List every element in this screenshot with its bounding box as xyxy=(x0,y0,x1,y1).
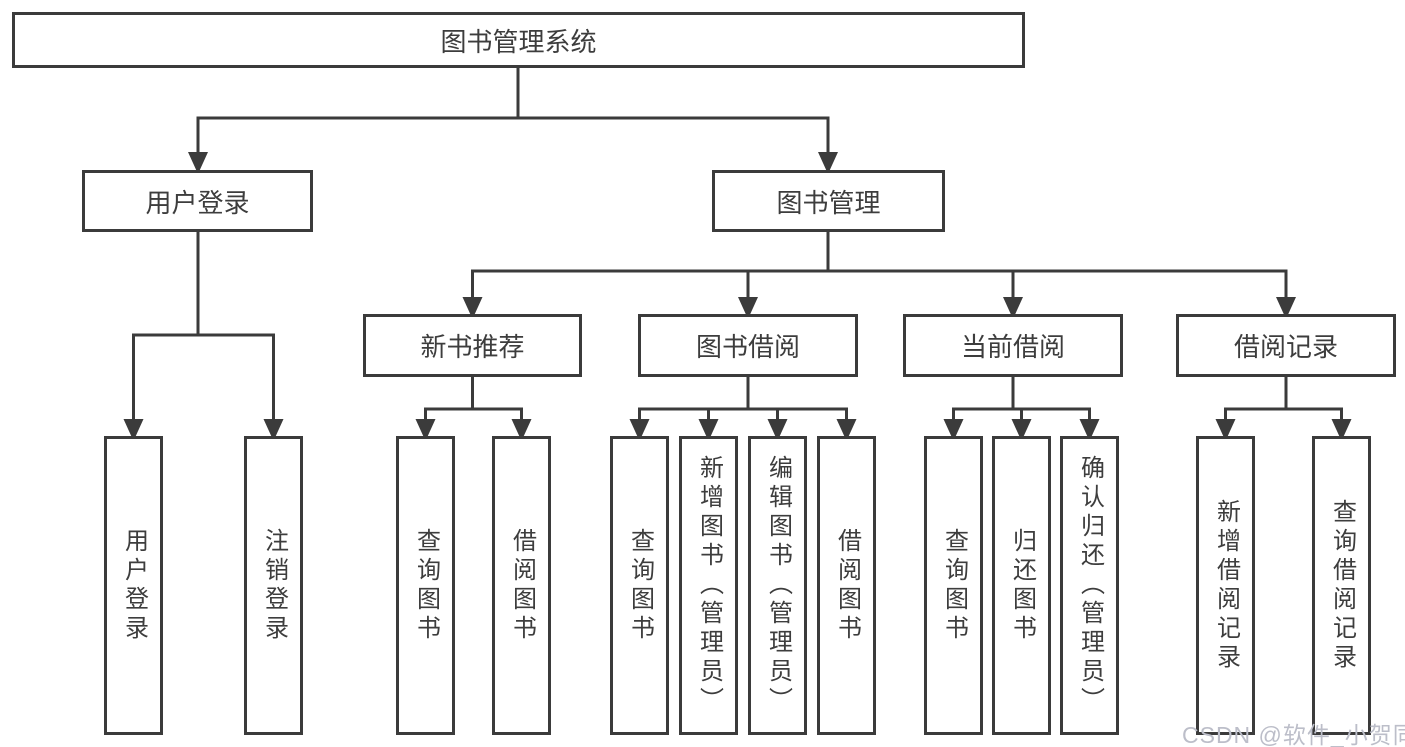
node-user-login: 用户登录 xyxy=(82,170,313,232)
arrow-down-icon xyxy=(1079,419,1100,441)
node-leaf-add-book-admin: 新增图书（管理员） xyxy=(679,436,738,735)
node-leaf-edit-book-admin: 编辑图书（管理员） xyxy=(748,436,807,735)
node-leaf-return-book: 归还图书 xyxy=(992,436,1051,735)
node-leaf-add-borrow-record: 新增借阅记录 xyxy=(1196,436,1255,735)
arrow-down-icon xyxy=(263,419,284,441)
arrowheads xyxy=(123,152,1352,441)
node-current-borrowing: 当前借阅 xyxy=(903,314,1123,377)
arrow-down-icon xyxy=(698,419,719,441)
node-root-title: 图书管理系统 xyxy=(12,12,1025,68)
node-leaf-query-books-borrowing: 查询图书 xyxy=(610,436,669,735)
arrow-down-icon xyxy=(1003,297,1023,319)
node-new-book-recommendation: 新书推荐 xyxy=(363,314,582,377)
node-leaf-query-borrow-record: 查询借阅记录 xyxy=(1312,436,1371,735)
node-leaf-user-login: 用户登录 xyxy=(104,436,163,735)
arrow-down-icon xyxy=(511,419,532,441)
leaf-label: 查询借阅记录 xyxy=(1328,498,1356,673)
arrow-down-icon xyxy=(188,152,208,174)
node-leaf-query-books-current: 查询图书 xyxy=(924,436,983,735)
arrow-down-icon xyxy=(1331,419,1352,441)
leaf-label: 借阅图书 xyxy=(508,527,536,644)
node-book-borrowing: 图书借阅 xyxy=(638,314,858,377)
arrow-down-icon xyxy=(738,297,758,319)
arrow-down-icon xyxy=(629,419,650,441)
leaf-label: 用户登录 xyxy=(120,527,148,644)
arrow-drop-lines xyxy=(132,118,1343,423)
leaf-label: 查询图书 xyxy=(412,527,440,644)
csdn-watermark: CSDN @软件_小贺同学 xyxy=(1182,722,1405,747)
arrow-down-icon xyxy=(836,419,857,441)
arrow-down-icon xyxy=(1215,419,1236,441)
leaf-label: 查询图书 xyxy=(626,527,654,644)
node-leaf-borrow-books-borrowing: 借阅图书 xyxy=(817,436,876,735)
leaf-label: 新增图书（管理员） xyxy=(695,455,723,716)
leaf-label: 新增借阅记录 xyxy=(1212,498,1240,673)
arrow-down-icon xyxy=(767,419,788,441)
tree-links-path xyxy=(132,67,1343,411)
node-leaf-confirm-return-admin: 确认归还（管理员） xyxy=(1060,436,1119,735)
arrow-down-icon xyxy=(1011,419,1032,441)
leaf-label: 查询图书 xyxy=(940,527,968,644)
leaf-label: 注销登录 xyxy=(260,527,288,644)
arrow-down-icon xyxy=(123,419,144,441)
arrow-down-icon xyxy=(415,419,436,441)
node-leaf-query-books-recommend: 查询图书 xyxy=(396,436,455,735)
node-leaf-borrow-books-recommend: 借阅图书 xyxy=(492,436,551,735)
leaf-label: 借阅图书 xyxy=(833,527,861,644)
node-book-management: 图书管理 xyxy=(712,170,945,232)
arrow-down-icon xyxy=(943,419,964,441)
leaf-label: 编辑图书（管理员） xyxy=(764,455,792,716)
leaf-label: 确认归还（管理员） xyxy=(1076,455,1104,716)
node-leaf-logout: 注销登录 xyxy=(244,436,303,735)
arrow-down-icon xyxy=(818,152,838,174)
leaf-label: 归还图书 xyxy=(1008,527,1036,644)
node-borrowing-records: 借阅记录 xyxy=(1176,314,1396,377)
arrow-down-icon xyxy=(462,297,483,319)
arrow-down-icon xyxy=(1276,297,1296,319)
